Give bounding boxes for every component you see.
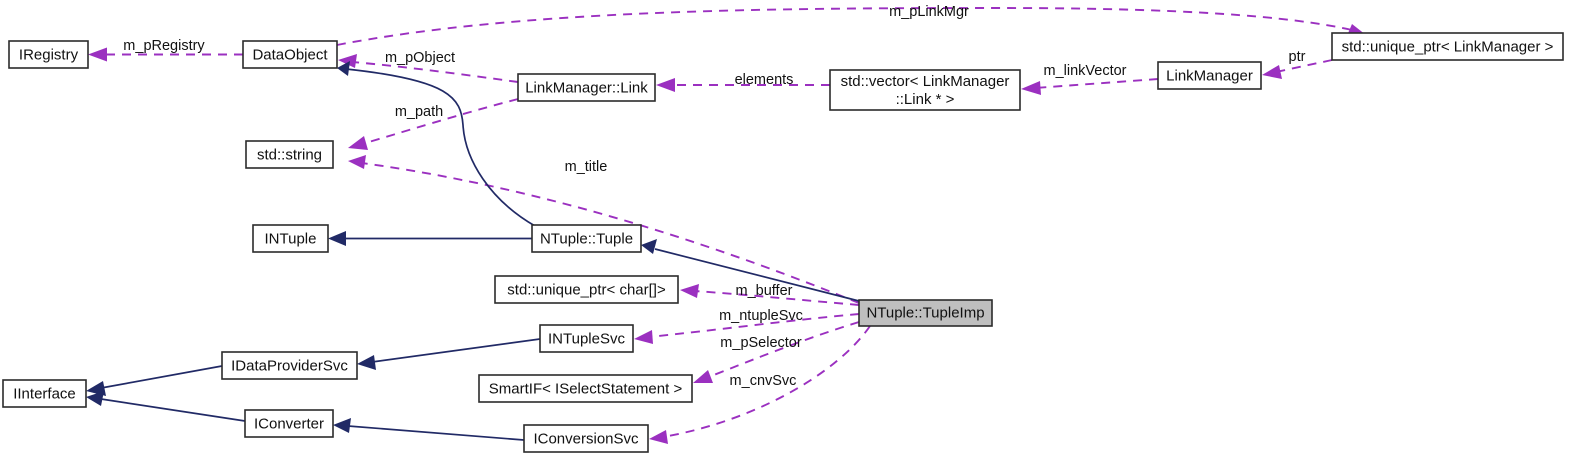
node-box-iinterface[interactable] — [2, 379, 87, 408]
edge-label-m_path: m_path — [395, 104, 443, 120]
node-box-iconverter[interactable] — [244, 409, 334, 438]
node-linkmanager[interactable]: LinkManager — [1157, 61, 1262, 90]
node-iinterface[interactable]: IInterface — [2, 379, 87, 408]
edge-inherit-tuple-dataobject — [337, 61, 536, 227]
node-iregistry[interactable]: IRegistry — [8, 40, 89, 69]
node-intuple[interactable]: INTuple — [252, 224, 329, 253]
node-vector-linkmanager-link[interactable]: std::vector< LinkManager ::Link * > — [829, 69, 1021, 111]
node-unique-ptr-char-array[interactable]: std::unique_ptr< char[]> — [494, 275, 679, 304]
edge-m_path — [348, 98, 519, 150]
edge-m_cnvSvc — [649, 325, 871, 444]
node-box-iregistry[interactable] — [8, 40, 89, 69]
node-iconversionsvc[interactable]: IConversionSvc — [523, 424, 649, 453]
node-idataprovidersvc[interactable]: IDataProviderSvc — [221, 351, 358, 380]
node-iconverter[interactable]: IConverter — [244, 409, 334, 438]
edge-label-m_pRegistry: m_pRegistry — [123, 38, 205, 54]
node-smartif-iselectstatement[interactable]: SmartIF< ISelectStatement > — [478, 374, 693, 403]
edge-m_buffer — [680, 284, 860, 306]
node-box-linkmanager-link[interactable] — [517, 73, 656, 102]
node-box-unique-ptr-linkmanager[interactable] — [1331, 32, 1564, 61]
edge-m_pSelector — [693, 321, 860, 383]
edge-label-m_buffer: m_buffer — [736, 283, 793, 299]
edge-m_pLinkMgr — [336, 7, 1366, 46]
node-linkmanager-link[interactable]: LinkManager::Link — [517, 73, 656, 102]
node-box-idataprovidersvc[interactable] — [221, 351, 358, 380]
edge-label-m_title: m_title — [565, 159, 608, 175]
edge-inherit-tuple-intuple — [328, 231, 532, 246]
edge-inherit-iconversionsvc-iconverter — [333, 418, 525, 441]
edge-m_ntupleSvc — [634, 313, 860, 344]
edge-label-m_pLinkMgr: m_pLinkMgr — [889, 4, 969, 20]
node-ntuple-tupleimp[interactable]: NTuple::TupleImp — [858, 299, 993, 327]
node-box-unique-ptr-char-array[interactable] — [494, 275, 679, 304]
node-box-ntuple-tuple[interactable] — [531, 224, 642, 253]
node-box-ntuple-tupleimp[interactable] — [858, 299, 993, 327]
edge-m_pRegistry — [88, 47, 243, 62]
node-unique-ptr-linkmanager[interactable]: std::unique_ptr< LinkManager > — [1331, 32, 1564, 61]
edge-m_pObject — [338, 54, 519, 83]
edge-inherit-idataprovidersvc-iinterface — [86, 365, 223, 396]
node-std-string[interactable]: std::string — [245, 140, 334, 169]
edge-inherit-intuplesvc-idataprovidersvc — [357, 338, 541, 370]
edge-ptr — [1262, 59, 1333, 79]
node-box-dataobject[interactable] — [242, 40, 338, 69]
node-box-smartif-iselectstatement[interactable] — [478, 374, 693, 403]
node-dataobject[interactable]: DataObject — [242, 40, 338, 69]
edge-inherit-tupleimp-tuple — [641, 239, 860, 302]
node-box-intuplesvc[interactable] — [539, 324, 634, 353]
edge-m_linkVector — [1021, 78, 1159, 95]
edge-label-ptr: ptr — [1289, 49, 1306, 65]
edge-inherit-iconverter-iinterface — [86, 391, 246, 422]
edge-label-m_linkVector: m_linkVector — [1043, 63, 1126, 79]
edge-label-m_cnvSvc: m_cnvSvc — [730, 373, 797, 389]
nodes-layer: IRegistry DataObject std::unique_ptr< Li… — [2, 32, 1564, 453]
edge-label-m_pSelector: m_pSelector — [720, 335, 802, 351]
node-box-iconversionsvc[interactable] — [523, 424, 649, 453]
node-box-intuple[interactable] — [252, 224, 329, 253]
node-intuplesvc[interactable]: INTupleSvc — [539, 324, 634, 353]
node-box-linkmanager[interactable] — [1157, 61, 1262, 90]
edge-elements — [656, 78, 830, 92]
node-box-std-string[interactable] — [245, 140, 334, 169]
node-ntuple-tuple[interactable]: NTuple::Tuple — [531, 224, 642, 253]
node-box-vector-linkmanager-link[interactable] — [829, 69, 1021, 111]
edge-label-m_pObject: m_pObject — [385, 50, 455, 66]
